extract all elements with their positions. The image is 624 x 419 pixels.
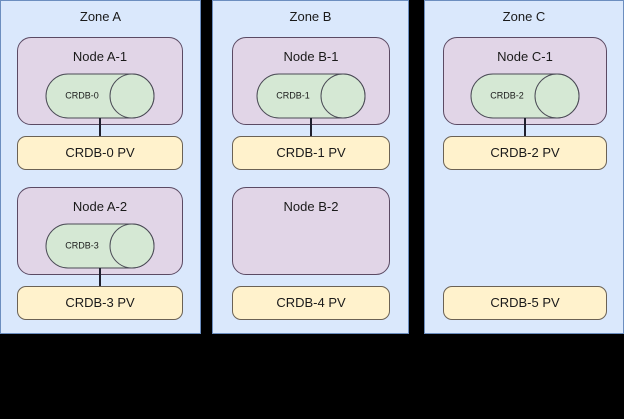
connector-crdb-0-to-pv — [99, 118, 101, 138]
cylinder-shape-icon — [45, 73, 155, 119]
zone-title-c: Zone C — [502, 9, 546, 24]
pv-label-crdb-3: CRDB-3 PV — [65, 295, 135, 310]
cylinder-shape-icon — [45, 223, 155, 269]
database-label-crdb-2: CRDB-2 — [490, 90, 524, 101]
database-label-crdb-1: CRDB-1 — [276, 90, 310, 101]
pv-box-crdb-3[interactable]: CRDB-3 PV — [17, 286, 183, 320]
pv-label-crdb-4: CRDB-4 PV — [276, 295, 346, 310]
cylinder-shape-icon — [470, 73, 580, 119]
node-title-b-1: Node B-1 — [283, 49, 339, 64]
connector-crdb-2-to-pv — [524, 118, 526, 138]
zone-title-a: Zone A — [79, 9, 122, 24]
pv-box-crdb-5[interactable]: CRDB-5 PV — [443, 286, 607, 320]
pv-label-crdb-1: CRDB-1 PV — [276, 145, 346, 160]
cylinder-shape-icon — [256, 73, 366, 119]
database-cylinder-crdb-1[interactable]: CRDB-1 — [256, 73, 366, 119]
pv-box-crdb-1[interactable]: CRDB-1 PV — [232, 136, 390, 170]
pv-box-crdb-0[interactable]: CRDB-0 PV — [17, 136, 183, 170]
pv-box-crdb-4[interactable]: CRDB-4 PV — [232, 286, 390, 320]
database-cylinder-crdb-3[interactable]: CRDB-3 — [45, 223, 155, 269]
node-box-b-2[interactable]: Node B-2 — [232, 187, 390, 275]
pv-label-crdb-5: CRDB-5 PV — [490, 295, 560, 310]
zone-title-b: Zone B — [289, 9, 332, 24]
database-cylinder-crdb-2[interactable]: CRDB-2 — [470, 73, 580, 119]
node-title-b-2: Node B-2 — [283, 199, 339, 214]
database-label-crdb-0: CRDB-0 — [65, 90, 99, 101]
connector-crdb-3-to-pv — [99, 268, 101, 288]
connector-crdb-1-to-pv — [310, 118, 312, 138]
database-cylinder-crdb-0[interactable]: CRDB-0 — [45, 73, 155, 119]
node-title-a-2: Node A-2 — [72, 199, 128, 214]
node-title-a-1: Node A-1 — [72, 49, 128, 64]
pv-box-crdb-2[interactable]: CRDB-2 PV — [443, 136, 607, 170]
pv-label-crdb-2: CRDB-2 PV — [490, 145, 560, 160]
pv-label-crdb-0: CRDB-0 PV — [65, 145, 135, 160]
node-title-c-1: Node C-1 — [497, 49, 553, 64]
database-label-crdb-3: CRDB-3 — [65, 240, 99, 251]
